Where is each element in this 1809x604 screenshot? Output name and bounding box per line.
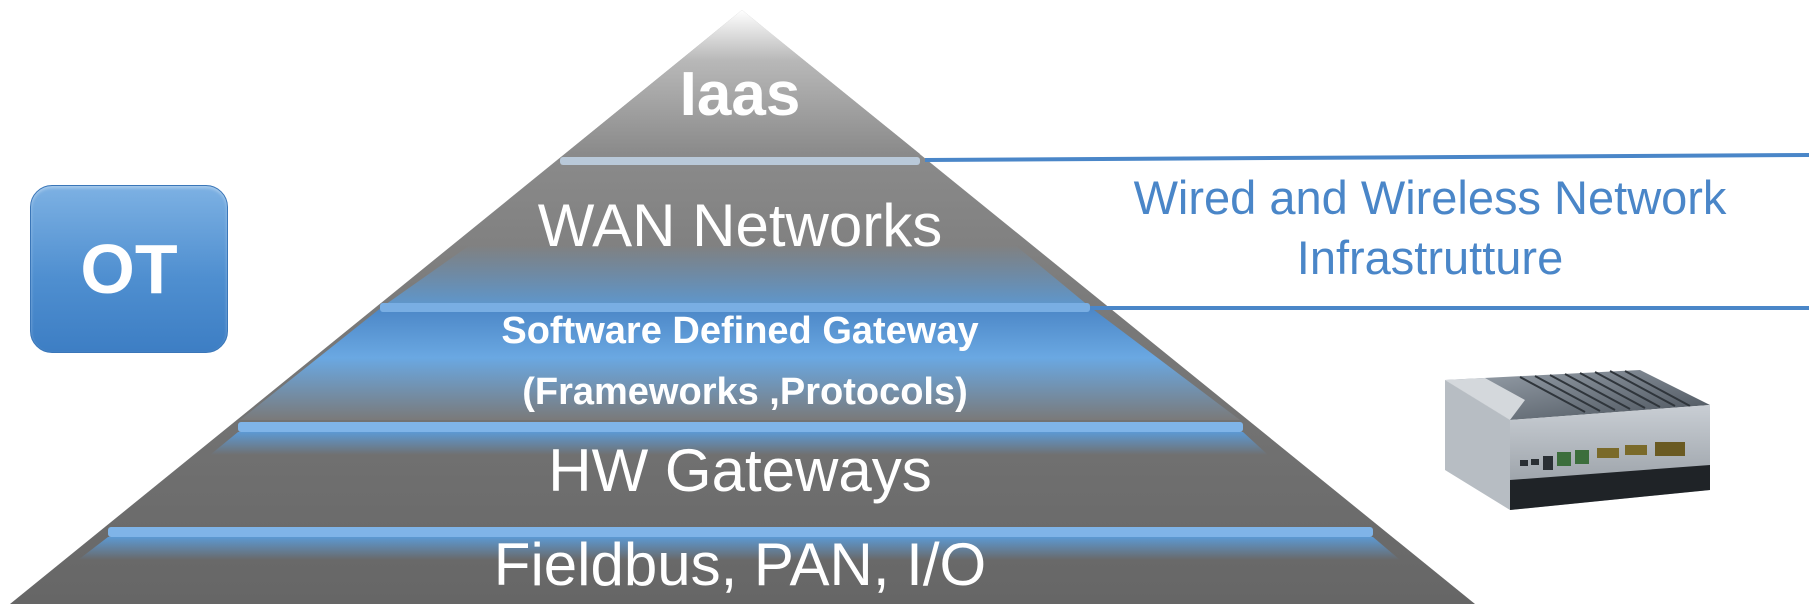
wan-bottom-glow [382, 245, 1090, 307]
ot-label: OT [80, 230, 178, 308]
layer-hw-label: HW Gateways [548, 437, 931, 504]
layer-iaas-label: Iaas [680, 60, 801, 129]
ot-badge: OT [30, 185, 228, 353]
fieldbus-top-glow [78, 537, 1400, 560]
separator-sdg-hw [238, 422, 1243, 432]
infrastructure-label: Wired and Wireless Network Infrastruttur… [1060, 168, 1800, 288]
pyramid-apex [565, 10, 920, 154]
infrastructure-line1: Wired and Wireless Network [1133, 171, 1727, 224]
industrial-gateway-device-icon [1445, 370, 1710, 510]
layer-wan-label: WAN Networks [538, 192, 942, 259]
hw-top-glow [210, 432, 1268, 455]
layer-fieldbus-label: Fieldbus, PAN, I/O [494, 531, 986, 598]
separator-wan-sdg [380, 303, 1090, 312]
separator-iaas-wan [560, 157, 920, 165]
infra-top-line [924, 153, 1809, 162]
sdg-band [240, 307, 1240, 420]
layer-sdg-label-line2: (Frameworks ,Protocols) [522, 371, 968, 413]
layer-sdg-label-line1: Software Defined Gateway [501, 310, 978, 352]
infrastructure-line2: Infrastrutture [1296, 231, 1564, 284]
separator-hw-fieldbus [108, 527, 1373, 537]
